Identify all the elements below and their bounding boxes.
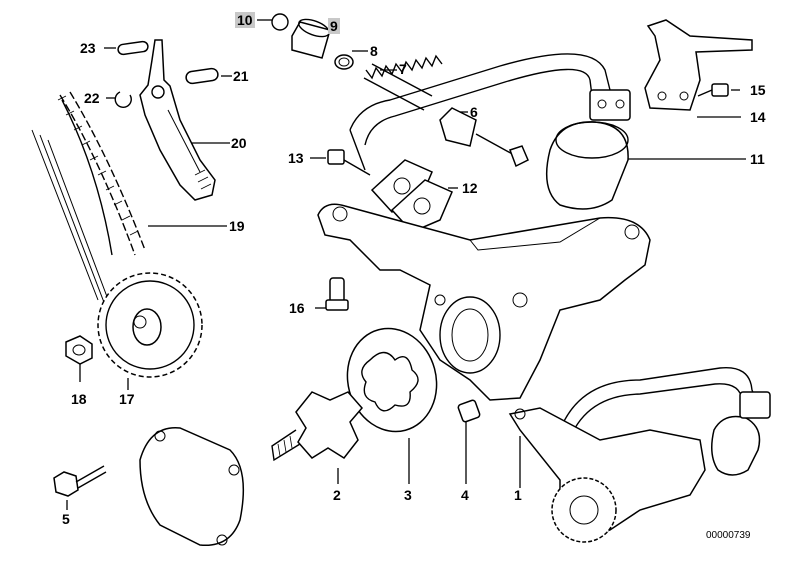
callout-12[interactable]: 12: [462, 180, 478, 196]
callout-6[interactable]: 6: [470, 104, 478, 120]
callout-20[interactable]: 20: [231, 135, 247, 151]
tensioner-rail-20: [139, 39, 216, 201]
o-ring-8: [334, 54, 354, 70]
callout-11[interactable]: 11: [750, 151, 765, 167]
circlip-22: [114, 91, 132, 108]
callout-21[interactable]: 21: [233, 68, 249, 84]
pump-cover: [139, 427, 245, 547]
callout-5[interactable]: 5: [62, 511, 70, 527]
callout-14[interactable]: 14: [750, 109, 766, 125]
bolt-15: [697, 83, 729, 97]
callout-1[interactable]: 1: [514, 487, 522, 503]
leader-lines: [66, 19, 746, 510]
callout-23[interactable]: 23: [80, 40, 96, 56]
inner-rotor-2: [271, 391, 363, 462]
bolt-16: [325, 277, 349, 311]
retaining-ring-10: [271, 13, 289, 31]
pressure-valve-6: [439, 107, 529, 168]
oil-strainer-11: [545, 89, 631, 210]
callout-13[interactable]: 13: [288, 150, 304, 166]
bolt-5: [53, 465, 107, 497]
callout-17[interactable]: 17: [119, 391, 135, 407]
nut-18: [65, 335, 93, 365]
oil-pipe: [349, 53, 611, 171]
callout-10[interactable]: 10: [235, 12, 255, 28]
callout-9[interactable]: 9: [328, 18, 340, 34]
bolt-13: [327, 149, 371, 176]
pump-housing: [317, 203, 651, 401]
callout-19[interactable]: 19: [229, 218, 245, 234]
callout-4[interactable]: 4: [461, 487, 469, 503]
callout-7[interactable]: 7: [399, 61, 407, 77]
callout-18[interactable]: 18: [71, 391, 87, 407]
pin-23: [117, 40, 149, 56]
dowel-sleeve-4: [457, 399, 481, 423]
timing-chain-19: [31, 91, 146, 311]
callout-16[interactable]: 16: [289, 300, 305, 316]
callout-3[interactable]: 3: [404, 487, 412, 503]
callout-2[interactable]: 2: [333, 487, 341, 503]
oil-pump-assembly-1: [508, 366, 771, 543]
bracket-14: [644, 19, 753, 111]
document-number: 00000739: [706, 530, 751, 541]
sprocket-17: [97, 272, 203, 378]
sleeve-9: [291, 18, 331, 59]
callout-15[interactable]: 15: [750, 82, 766, 98]
outer-rotor-3: [346, 327, 438, 433]
pin-21: [185, 67, 219, 85]
callout-8[interactable]: 8: [370, 43, 378, 59]
callout-22[interactable]: 22: [84, 90, 100, 106]
